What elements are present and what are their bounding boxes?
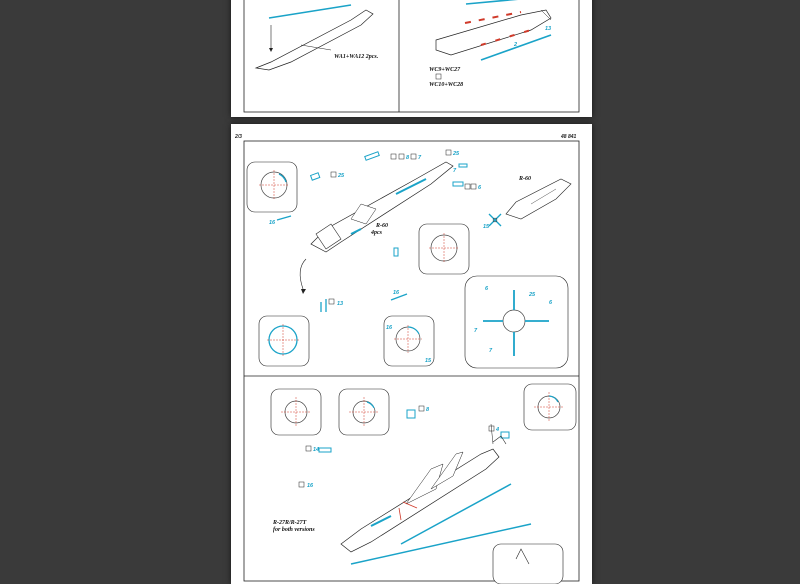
r60-side-label: R-60 (518, 176, 531, 182)
r60-missile-drawing (299, 161, 454, 294)
r60-label: R-60 (375, 223, 388, 229)
callout-25c: 25 (528, 292, 536, 298)
glue-icon (330, 171, 337, 178)
callout-4: 4 (495, 427, 499, 433)
rail-right-label-1: WC9+WC27 (429, 67, 461, 73)
callout-25a: 25 (337, 173, 345, 179)
callout-8b: 8 (426, 407, 430, 413)
callout-8a: 8 (406, 155, 410, 161)
detail-circle (492, 543, 564, 584)
detail-circle (246, 161, 298, 213)
callout-25b: 25 (452, 151, 460, 157)
callout-2: 2 (513, 42, 517, 48)
page-right-number: 48 841 (560, 134, 577, 140)
callout-7b: 7 (453, 168, 457, 174)
callout-7d: 7 (489, 348, 493, 354)
callout-15b: 15 (425, 358, 432, 364)
page-bottom-drawing: 2/3 48 841 25 8 7 (234, 134, 580, 584)
callout-16a: 16 (269, 220, 276, 226)
r60-qty-label: 4pcs (370, 230, 383, 236)
detail-circle (338, 388, 390, 436)
detail-circle (383, 315, 435, 367)
rail-left-label: WA1+WA12 2pcs. (334, 54, 379, 60)
callout-13: 13 (545, 26, 551, 32)
detail-circle (523, 383, 577, 431)
detail-circle (270, 388, 322, 436)
callout-15a: 15 (483, 224, 490, 230)
callout-7c: 7 (474, 328, 478, 334)
fins-detail-circle (464, 275, 569, 369)
r27-label-1: R-27R/R-27T (272, 520, 307, 526)
callout-16b: 16 (393, 290, 400, 296)
r60-side-drawing (505, 178, 572, 220)
callout-6b: 6 (485, 286, 489, 292)
callout-16c: 16 (386, 325, 393, 331)
callout-14: 14 (313, 447, 319, 453)
instruction-page-current: 2/3 48 841 25 8 7 (231, 124, 592, 584)
fin-assembly (488, 213, 502, 227)
instruction-page-top: WA1+WA12 2pcs. 13 2 WC9+WC27 WC10+WC28 (231, 0, 592, 117)
page-top-drawing: WA1+WA12 2pcs. 13 2 WC9+WC27 WC10+WC28 (243, 0, 580, 113)
callout-6a: 6 (478, 185, 482, 191)
callout-16d: 16 (307, 483, 314, 489)
detail-circle (418, 223, 470, 275)
launch-rail-right (435, 0, 552, 61)
r27-label-2: for both versions (273, 527, 315, 533)
launch-rail-left (254, 4, 374, 71)
page-left-number: 2/3 (234, 134, 242, 140)
callout-13a: 13 (337, 301, 343, 307)
rail-right-label-2: WC10+WC28 (429, 82, 463, 88)
callout-7a: 7 (418, 155, 422, 161)
callout-6c: 6 (549, 300, 553, 306)
detail-circle (258, 315, 310, 367)
r27-missile-drawing (340, 423, 532, 565)
bend-icon (435, 73, 442, 80)
